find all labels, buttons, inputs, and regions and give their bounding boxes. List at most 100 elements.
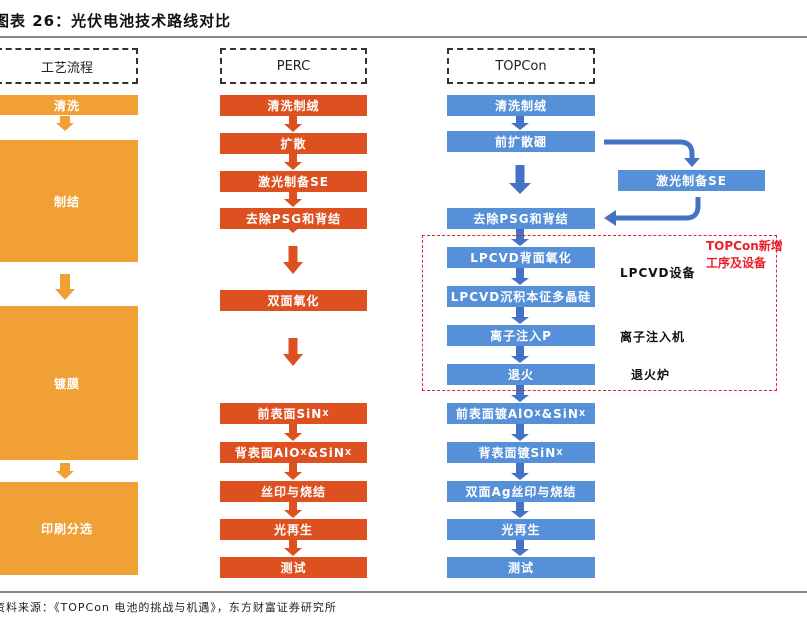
arrow-down-icon: [56, 463, 74, 479]
topcon-step: 双面Ag丝印与烧结: [447, 481, 595, 502]
perc-step: 扩散: [220, 133, 367, 154]
arrow-down-icon: [284, 424, 302, 441]
step-text: 双面Ag丝印与烧结: [465, 485, 577, 499]
process-step: 镀膜: [0, 306, 138, 460]
arrow-down-icon: [55, 274, 75, 300]
step-text: 丝印与烧结: [260, 485, 326, 499]
step-text: 镀膜: [53, 376, 80, 391]
topcon-step: 前扩散硼: [447, 131, 595, 152]
arrow-down-icon: [284, 502, 302, 518]
topcon-side-step: 激光制备SE: [618, 170, 765, 191]
equipment-label: LPCVD设备: [620, 266, 696, 280]
step-text: 前表面镀AlO: [455, 407, 535, 421]
step-text: &SiN: [307, 445, 345, 460]
curved-arrow-from-se: [614, 197, 701, 221]
header-topcon: TOPCon: [447, 48, 595, 84]
arrow-down-icon: [511, 540, 529, 556]
source-note: 资料来源：《TOPCon 电池的挑战与机遇》，东方财富证券研究所: [0, 601, 337, 614]
arrow-down-icon: [283, 246, 303, 274]
step-text: LPCVD背面氧化: [470, 251, 572, 265]
step-text: 测试: [280, 561, 307, 575]
note-line: TOPCon新增: [706, 239, 783, 253]
step-text: 制结: [53, 194, 80, 209]
top-divider: [0, 36, 807, 38]
perc-step: 测试: [220, 557, 367, 578]
perc-step: 清洗制绒: [220, 95, 367, 116]
topcon-step: 清洗制绒: [447, 95, 595, 116]
step-text: LPCVD沉积本征多晶硅: [450, 290, 592, 304]
subscript: X: [556, 448, 564, 457]
arrow-down-icon: [283, 338, 303, 366]
step-text: 离子注入P: [490, 329, 552, 343]
subscript: X: [344, 448, 353, 457]
process-step: 清洗: [0, 95, 138, 115]
subscript: X: [300, 448, 308, 457]
step-text: 双面氧化: [267, 294, 320, 308]
step-text: 印刷分选: [40, 522, 93, 536]
step-text: 清洗: [53, 98, 80, 113]
curved-arrow-to-se: [604, 139, 695, 160]
perc-step: 光再生: [220, 519, 367, 540]
arrow-down-icon: [509, 165, 531, 194]
topcon-step: 去除PSG和背结: [447, 208, 595, 229]
perc-step: 双面氧化: [220, 290, 367, 311]
arrow-down-icon: [284, 463, 302, 480]
topcon-step: LPCVD背面氧化: [447, 247, 595, 268]
note-line: 工序及设备: [706, 256, 767, 270]
step-text: 背表面AlO: [234, 446, 301, 460]
step-text: 前扩散硼: [494, 135, 547, 149]
arrow-down-icon: [511, 463, 529, 480]
new-process-note: TOPCon新增 工序及设备: [706, 238, 783, 272]
topcon-step: 退火: [447, 364, 595, 385]
arrow-down-icon: [511, 346, 529, 363]
header-perc: PERC: [220, 48, 367, 84]
new-process-highlight: [422, 235, 777, 391]
step-text: 前表面SiN: [257, 407, 323, 421]
perc-step: 激光制备SE: [220, 171, 367, 192]
perc-step: 去除PSG和背结: [220, 208, 367, 229]
arrow-down-icon: [284, 154, 302, 170]
topcon-step: 离子注入P: [447, 325, 595, 346]
step-text: 测试: [507, 561, 534, 575]
subscript: X: [534, 409, 542, 418]
step-text: 光再生: [501, 523, 541, 537]
process-step: 印刷分选: [0, 482, 138, 575]
arrow-down-icon: [684, 158, 700, 167]
equipment-label: 退火炉: [631, 368, 671, 382]
process-step: 制结: [0, 140, 138, 262]
arrow-left-icon: [604, 210, 616, 226]
subscript: X: [578, 409, 587, 418]
topcon-step: 光再生: [447, 519, 595, 540]
arrow-down-icon: [511, 424, 529, 441]
step-text: 去除PSG和背结: [473, 212, 569, 226]
bottom-divider: [0, 591, 807, 593]
arrow-down-icon: [284, 192, 302, 207]
step-text: 扩散: [280, 137, 307, 151]
arrow-down-icon: [284, 116, 302, 132]
step-text: &SiN: [541, 406, 579, 421]
step-text: 清洗制绒: [494, 99, 547, 113]
perc-step: 丝印与烧结: [220, 481, 367, 502]
subscript: X: [322, 409, 330, 418]
topcon-step: LPCVD沉积本征多晶硅: [447, 286, 595, 307]
step-text: 光再生: [273, 523, 313, 537]
arrow-down-icon: [511, 116, 529, 130]
step-text: 去除PSG和背结: [245, 212, 342, 226]
arrow-down-icon: [511, 268, 529, 285]
figure-title: 图表 26：光伏电池技术路线对比: [0, 12, 232, 30]
topcon-step: 测试: [447, 557, 595, 578]
step-text: 背表面镀SiN: [478, 446, 557, 460]
arrow-down-icon: [511, 229, 529, 246]
step-text: 清洗制绒: [267, 99, 320, 113]
arrow-down-icon: [56, 116, 74, 131]
step-text: 激光制备SE: [258, 175, 329, 189]
arrow-down-icon: [284, 540, 302, 556]
arrow-down-icon: [511, 307, 529, 324]
arrow-down-icon: [511, 502, 529, 518]
arrow-down-icon: [511, 385, 529, 402]
